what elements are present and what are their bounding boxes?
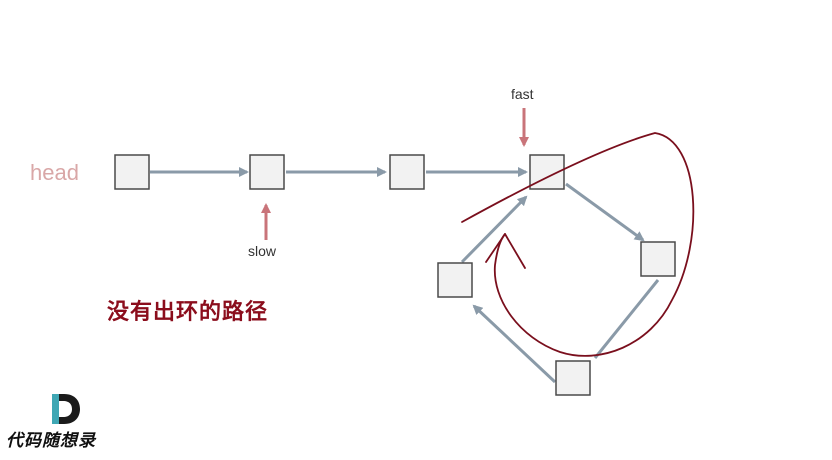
fast-label: fast (511, 86, 534, 102)
edge-node4-node5 (565, 182, 645, 242)
head-label: head (30, 160, 79, 185)
logo-d-mark-icon (52, 394, 80, 424)
list-node-2 (249, 154, 285, 190)
caption-non-cycle-path: 没有出环的路径 (107, 300, 269, 325)
edge-node6-node7 (472, 304, 557, 384)
edge-node7-node4 (460, 195, 528, 264)
cycle-annotation-stroke (461, 132, 695, 357)
list-node-3 (389, 154, 425, 190)
list-node-6 (555, 360, 591, 396)
list-node-5 (640, 241, 676, 277)
list-node-7 (437, 262, 473, 298)
slow-label: slow (248, 243, 277, 259)
brand-logo: 代码随想录 (6, 392, 126, 452)
logo-text: 代码随想录 (6, 431, 96, 451)
list-node-1 (114, 154, 150, 190)
cycle-annotation-arrowhead (485, 233, 526, 269)
edge-node5-node6 (593, 279, 660, 359)
